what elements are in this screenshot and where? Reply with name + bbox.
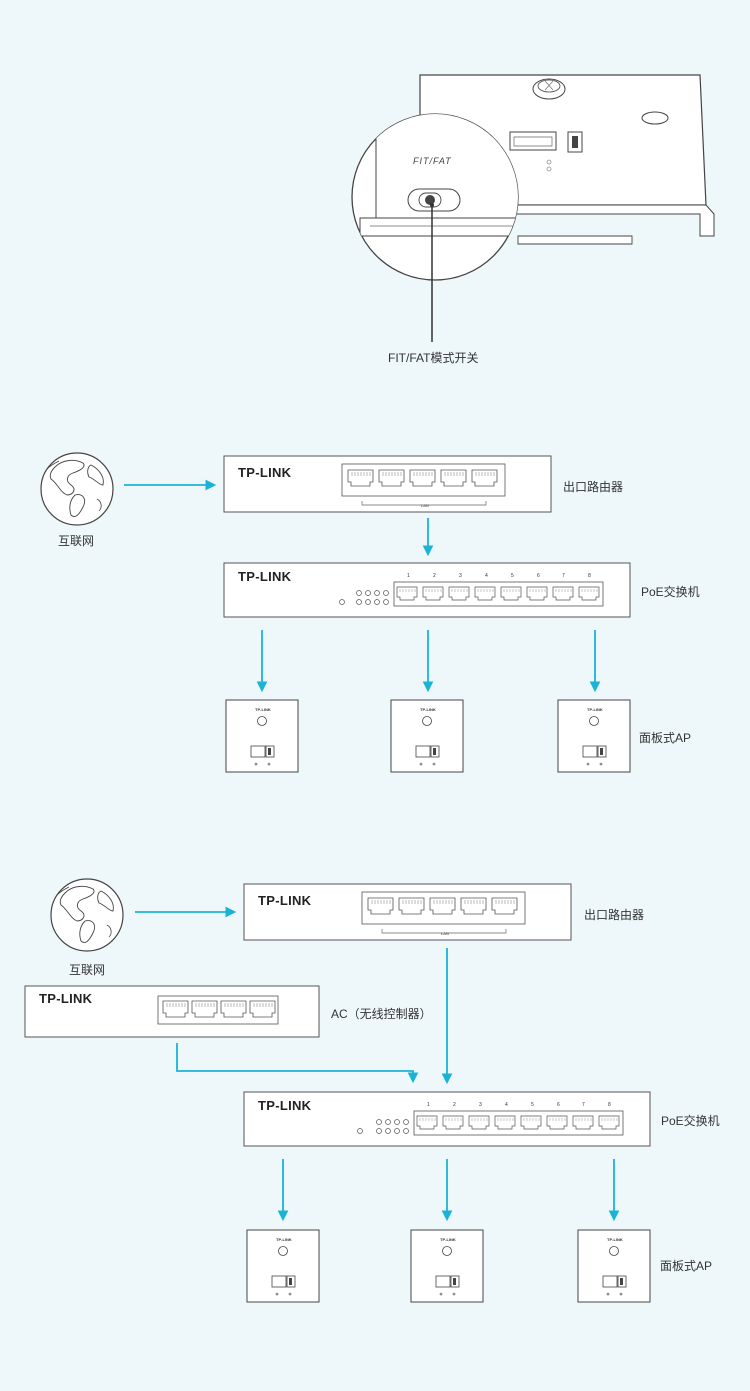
- ap-brand: TP-LINK: [587, 707, 603, 712]
- panel-ap-3: TP-LINK: [557, 699, 631, 773]
- fit-fat-switch-label: FIT/FAT模式开关: [388, 351, 478, 365]
- panel-ap-3: TP-LINK: [577, 1229, 651, 1303]
- switch-port-7: 7: [582, 1102, 585, 1108]
- switch-port-2: 2: [433, 573, 436, 579]
- panel-ap-2: TP-LINK: [410, 1229, 484, 1303]
- ac-label: AC（无线控制器）: [331, 1007, 432, 1021]
- ac-brand: TP-LINK: [39, 991, 93, 1006]
- internet-label: 互联网: [69, 963, 105, 977]
- internet-label: 互联网: [58, 534, 94, 548]
- switch-port-1: 1: [427, 1102, 430, 1108]
- ac-controller-device: TP-LINK: [24, 985, 320, 1038]
- diagram1: 互联网 TP-LINK LAN 出口路由器 TP-LINK: [40, 452, 700, 773]
- router-brand: TP-LINK: [258, 893, 312, 908]
- switch-port-3: 3: [459, 573, 462, 579]
- poe-switch-device: TP-LINK 1 2 3 4 5 6 7 8: [243, 1091, 651, 1147]
- panel-ap-2: TP-LINK: [390, 699, 464, 773]
- diagram2: 互联网 TP-LINK LAN 出口路由器 TP-LINK AC（无线控制器）: [24, 878, 720, 1303]
- router-label: 出口路由器: [584, 907, 644, 922]
- switch-port-5: 5: [531, 1102, 534, 1108]
- switch-port-1: 1: [407, 573, 410, 579]
- switch-port-8: 8: [588, 573, 591, 579]
- globe-icon: [40, 452, 114, 526]
- router-device: TP-LINK LAN: [243, 883, 572, 941]
- panel-ap-1: TP-LINK: [225, 699, 299, 773]
- switch-port-6: 6: [537, 573, 540, 579]
- ap-brand: TP-LINK: [255, 707, 271, 712]
- panel-ap-1: TP-LINK: [246, 1229, 320, 1303]
- ap-brand: TP-LINK: [276, 1237, 292, 1242]
- ap-label: 面板式AP: [660, 1259, 712, 1273]
- router-lan-text: LAN: [441, 931, 449, 936]
- switch-port-4: 4: [505, 1102, 508, 1108]
- router-label: 出口路由器: [563, 479, 623, 494]
- switch-port-8: 8: [608, 1102, 611, 1108]
- switch-label: PoE交换机: [641, 584, 700, 599]
- switch-label: PoE交换机: [661, 1113, 720, 1128]
- switch-brand: TP-LINK: [238, 569, 292, 584]
- globe-icon: [50, 878, 124, 952]
- ap-label: 面板式AP: [639, 731, 691, 745]
- fit-fat-device-text: FIT/FAT: [413, 156, 452, 166]
- switch-port-2: 2: [453, 1102, 456, 1108]
- router-brand: TP-LINK: [238, 465, 292, 480]
- ap-brand: TP-LINK: [607, 1237, 623, 1242]
- switch-port-7: 7: [562, 573, 565, 579]
- switch-port-4: 4: [485, 573, 488, 579]
- switch-port-3: 3: [479, 1102, 482, 1108]
- router-lan-text: LAN: [421, 503, 429, 508]
- router-device: TP-LINK LAN: [223, 455, 552, 513]
- switch-brand: TP-LINK: [258, 1098, 312, 1113]
- zoom-callout: FIT/FAT FIT/FAT模式开关: [351, 113, 519, 365]
- switch-port-6: 6: [557, 1102, 560, 1108]
- poe-switch-device: TP-LINK 1 2 3 4 5 6 7 8: [223, 562, 631, 618]
- ap-brand: TP-LINK: [440, 1237, 456, 1242]
- ap-brand: TP-LINK: [420, 707, 436, 712]
- switch-port-5: 5: [511, 573, 514, 579]
